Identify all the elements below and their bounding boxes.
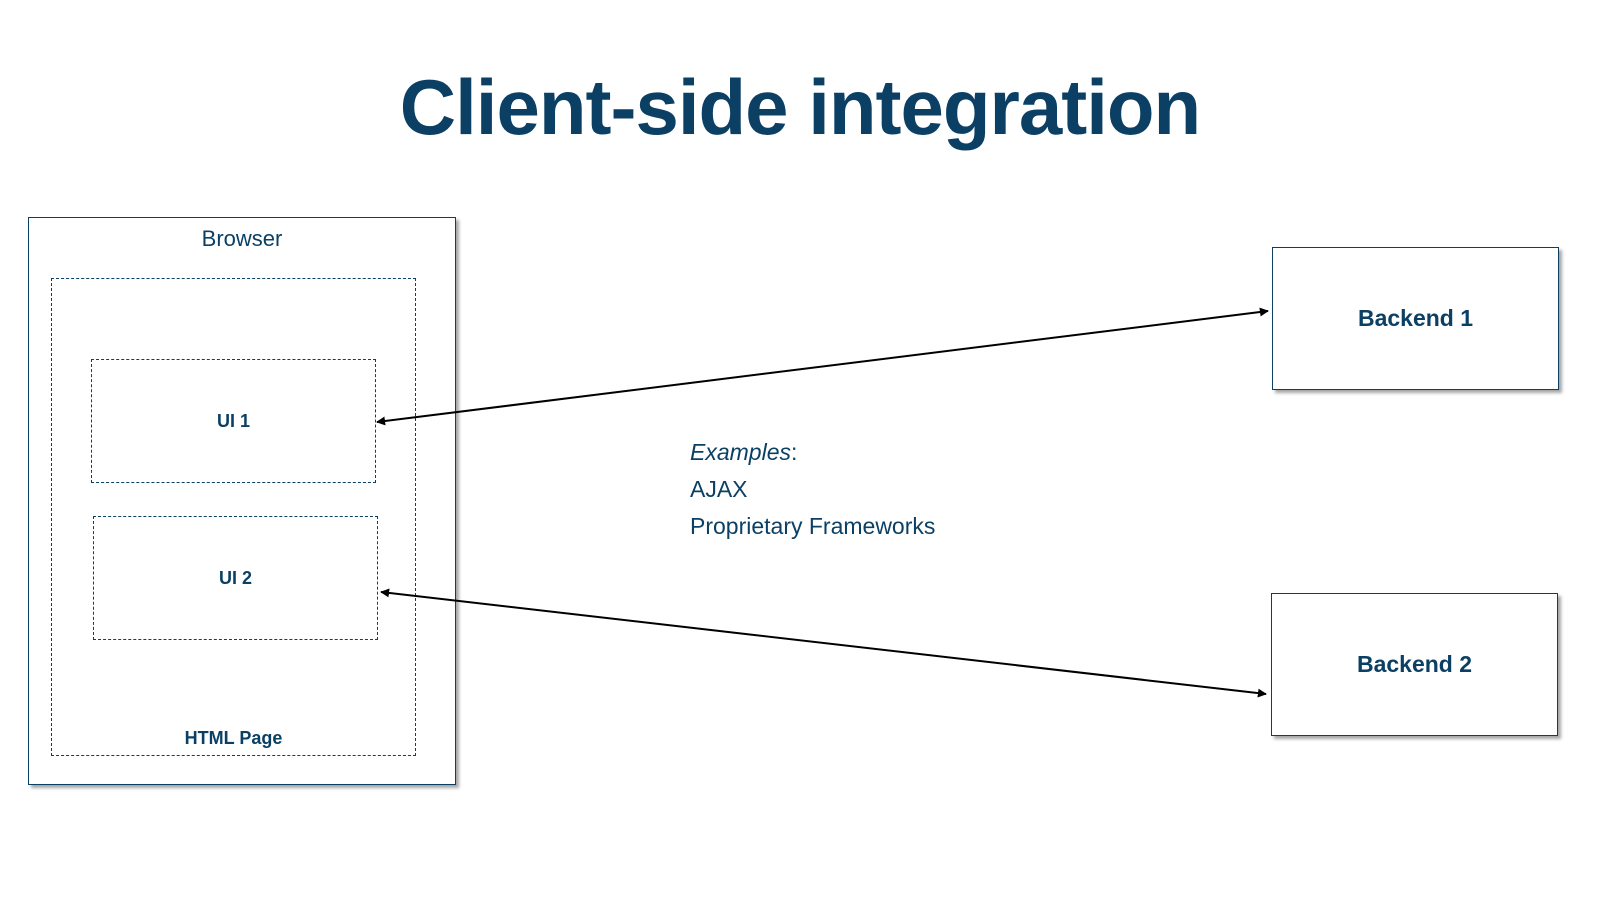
ui-1-box: UI 1 — [91, 359, 376, 483]
examples-heading: Examples — [690, 439, 791, 465]
ui-2-label: UI 2 — [218, 567, 252, 588]
html-page-box: HTML Page — [51, 278, 416, 756]
browser-label: Browser — [201, 226, 283, 251]
backend-2-label: Backend 2 — [1356, 651, 1473, 677]
html-page-label: HTML Page — [184, 728, 283, 748]
backend-2-box: Backend 2 — [1271, 593, 1558, 736]
connector-ui1-backend1 — [376, 307, 1269, 426]
examples-colon: : — [790, 439, 798, 465]
page-title: Client-side integration — [399, 63, 1201, 151]
backend-1-label: Backend 1 — [1357, 305, 1474, 331]
examples-heading-line: Examples: — [690, 434, 935, 471]
examples-text: Examples: AJAX Proprietary Frameworks — [690, 434, 935, 545]
ui-2-box: UI 2 — [93, 516, 378, 640]
connector-ui2-backend2 — [380, 588, 1267, 698]
backend-1-box: Backend 1 — [1272, 247, 1559, 390]
example-item-proprietary-frameworks: Proprietary Frameworks — [690, 513, 936, 539]
ui-1-label: UI 1 — [216, 410, 250, 431]
example-item-ajax: AJAX — [690, 476, 748, 502]
